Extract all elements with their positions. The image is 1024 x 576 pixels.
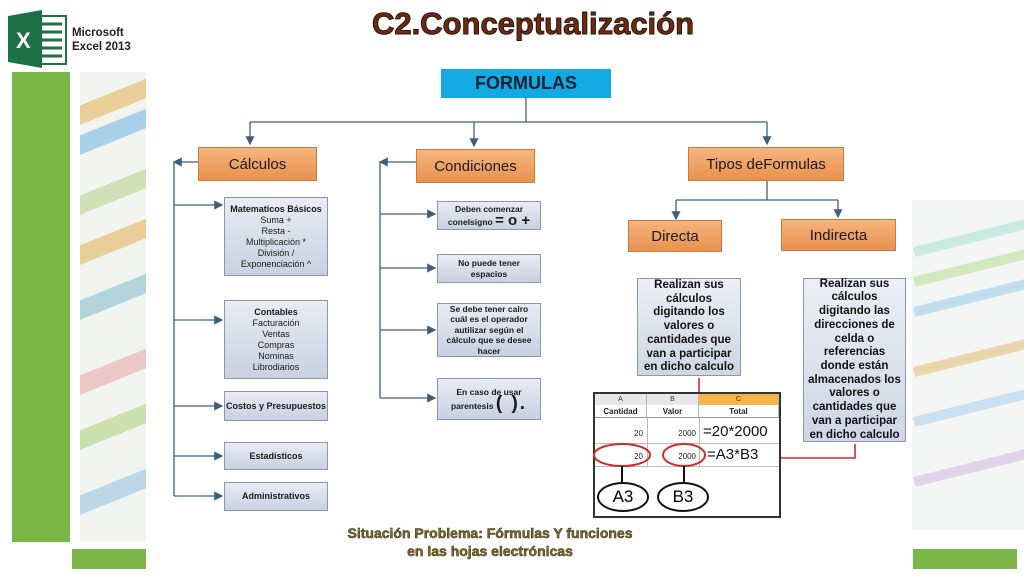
right-decorative-stripes bbox=[912, 200, 1024, 530]
left-green-bar bbox=[12, 72, 70, 542]
contables-line: Facturación bbox=[252, 317, 300, 328]
brand-line1: Microsoft bbox=[72, 27, 124, 39]
costos-box: Costos y Presupuestos bbox=[224, 391, 328, 421]
bottom-band-left bbox=[72, 549, 146, 569]
formulas-root-box: FORMULAS bbox=[441, 69, 611, 98]
matematicos-line: Multiplicación * bbox=[245, 236, 307, 247]
contables-title: Contables bbox=[254, 306, 298, 317]
directa-description: Realizan sus cálculos digitando los valo… bbox=[637, 278, 741, 376]
slide-title: C2.Conceptualización bbox=[371, 6, 695, 42]
parentesis-big: ( ). bbox=[495, 392, 528, 414]
formula-cell: =A3*B3 bbox=[707, 446, 759, 463]
parentesis-line1: En caso de usar bbox=[456, 386, 522, 397]
formula-cell: =20*2000 bbox=[703, 423, 768, 440]
indirecta-description: Realizan sus cálculos digitando las dire… bbox=[803, 278, 906, 442]
footer-caption: Situación Problema: Fórmulas Y funciones… bbox=[310, 524, 670, 560]
comenzar-line2: conelsigno = o + bbox=[447, 211, 531, 229]
espacios-box: No puede tener espacios bbox=[437, 254, 541, 283]
column-letter: C bbox=[699, 394, 779, 405]
callout-a3: A3 bbox=[597, 482, 649, 512]
left-decorative-stripes bbox=[80, 72, 146, 542]
column-header: Valor bbox=[647, 405, 699, 418]
parentesis-line2: parentesis ( ). bbox=[450, 394, 527, 413]
parentesis-box: En caso de usar parentesis ( ). bbox=[437, 378, 541, 420]
excel-logo-letter: X bbox=[16, 28, 31, 53]
column-letter: B bbox=[647, 394, 699, 405]
column-header: Total bbox=[699, 405, 779, 418]
contables-line: Ventas bbox=[262, 328, 290, 339]
contables-line: Librodiarios bbox=[252, 361, 300, 372]
brand-line2: Excel 2013 bbox=[72, 41, 131, 53]
operador-box: Se debe tener calro cuál es el operador … bbox=[437, 303, 541, 357]
table-cell: 2000 bbox=[678, 429, 696, 438]
estadisticos-box: Estadísticos bbox=[224, 442, 328, 470]
comenzar-box: Deben comenzar conelsigno = o + bbox=[437, 201, 541, 230]
table-cell: 20 bbox=[634, 452, 643, 461]
calculos-box: Cálculos bbox=[198, 147, 317, 181]
comenzar-big: = o + bbox=[495, 211, 531, 229]
excel-logo-icon: X bbox=[8, 10, 67, 68]
tipos-formulas-box: Tipos deFormulas bbox=[688, 147, 844, 181]
matematicos-line: Suma + bbox=[260, 214, 292, 225]
indirecta-box: Indirecta bbox=[781, 219, 896, 251]
brand-text: Microsoft Excel 2013 bbox=[72, 26, 131, 54]
contables-line: Nominas bbox=[258, 350, 294, 361]
column-header: Cantidad bbox=[595, 405, 647, 418]
table-cell: 20 bbox=[634, 429, 643, 438]
column-letter: A bbox=[595, 394, 647, 405]
footer-line2: en las hojas electrónicas bbox=[407, 543, 573, 560]
contables-line: Compras bbox=[257, 339, 295, 350]
matematicos-line: Exponenciación ^ bbox=[240, 258, 312, 269]
bottom-band-right bbox=[913, 549, 1017, 569]
comenzar-small: conelsigno bbox=[447, 216, 493, 227]
matematicos-line: División / bbox=[257, 247, 295, 258]
matematicos-title: Matematicos Básicos bbox=[230, 203, 322, 214]
administrativos-box: Administrativos bbox=[224, 482, 328, 511]
table-cell: 2000 bbox=[678, 452, 696, 461]
matematicos-box: Matematicos Básicos Suma + Resta - Multi… bbox=[224, 197, 328, 276]
directa-box: Directa bbox=[628, 220, 722, 252]
condiciones-box: Condiciones bbox=[416, 149, 535, 183]
parentesis-small: parentesis bbox=[450, 400, 494, 411]
comenzar-line1: Deben comenzar bbox=[454, 203, 524, 214]
contables-box: Contables Facturación Ventas Compras Nom… bbox=[224, 300, 328, 379]
spreadsheet-example: A B C Cantidad Valor Total 20 2000 =20*2… bbox=[593, 392, 781, 518]
footer-line1: Situación Problema: Fórmulas Y funciones bbox=[347, 525, 633, 542]
matematicos-line: Resta - bbox=[261, 225, 291, 236]
